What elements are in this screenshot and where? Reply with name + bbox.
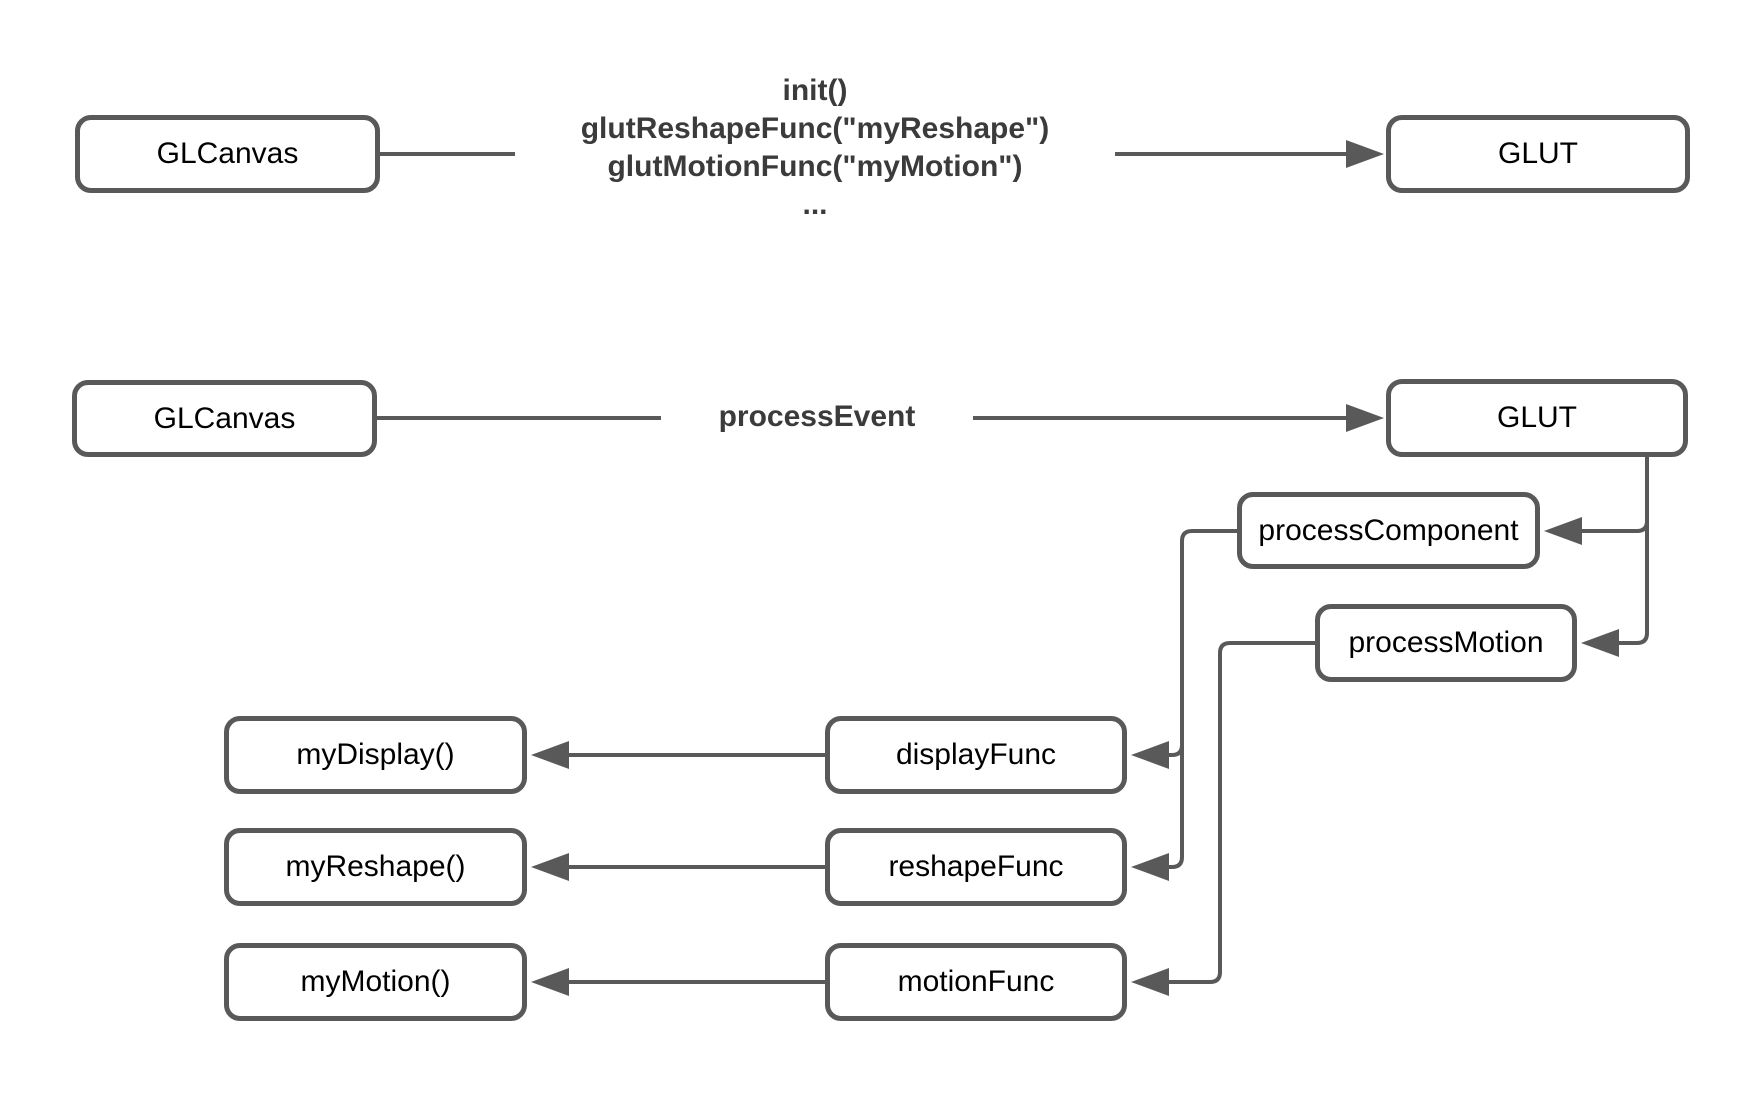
edge-label-glutreshapefunc-line: glutReshapeFunc("myReshape") <box>580 112 1050 145</box>
arrowhead-into-mymotion <box>531 968 569 996</box>
node-my-motion-label: myMotion() <box>300 965 451 998</box>
edge-processmotion-motionfunc-line <box>1169 641 1315 984</box>
node-process-motion: processMotion <box>1315 604 1577 682</box>
node-glcanvas-mid: GLCanvas <box>72 380 377 457</box>
arrowhead-into-mydisplay <box>531 741 569 769</box>
node-display-func: displayFunc <box>825 716 1127 794</box>
node-process-motion-label: processMotion <box>1348 626 1544 659</box>
arrowhead-into-glut-top <box>1346 140 1384 168</box>
edge-label-ellipsis-line: ... <box>802 188 828 221</box>
node-my-reshape-label: myReshape() <box>285 850 466 883</box>
arrowhead-into-motionfunc <box>1131 968 1169 996</box>
node-motion-func: motionFunc <box>825 943 1127 1021</box>
node-glcanvas-top: GLCanvas <box>75 115 380 193</box>
edge-label-process-event: processEvent <box>661 397 973 437</box>
arrowhead-into-reshapefunc <box>1131 853 1169 881</box>
arrowhead-into-processcomponent <box>1544 517 1582 545</box>
node-process-component-label: processComponent <box>1258 513 1519 547</box>
node-my-motion: myMotion() <box>224 943 527 1021</box>
edge-processcomponent-displayfunc-line <box>1169 744 1184 757</box>
edge-label-glutmotionfunc-line: glutMotionFunc("myMotion") <box>607 150 1023 183</box>
arrowhead-into-glut-mid <box>1346 404 1384 432</box>
node-display-func-label: displayFunc <box>895 738 1057 771</box>
node-reshape-func: reshapeFunc <box>825 828 1127 906</box>
edge-label-init-line: init() <box>782 74 848 107</box>
arrowhead-into-processmotion <box>1581 629 1619 657</box>
node-glut-top: GLUT <box>1386 115 1690 193</box>
node-glut-mid-label: GLUT <box>1496 401 1577 434</box>
node-my-display: myDisplay() <box>224 716 527 794</box>
node-reshape-func-label: reshapeFunc <box>888 850 1064 883</box>
node-glcanvas-top-label: GLCanvas <box>156 137 299 170</box>
edge-processcomponent-reshapefunc-line <box>1169 529 1237 869</box>
edge-label-init-calls: init() glutReshapeFunc("myReshape") glut… <box>515 72 1115 224</box>
edge-glut-processmotion-line <box>1619 457 1649 645</box>
arrowhead-into-myreshape <box>531 853 569 881</box>
edge-glut-processcomponent-line <box>1582 520 1649 533</box>
node-my-display-label: myDisplay() <box>296 738 455 771</box>
node-glut-mid: GLUT <box>1386 379 1688 457</box>
node-motion-func-label: motionFunc <box>897 965 1055 998</box>
node-glut-top-label: GLUT <box>1497 137 1578 170</box>
node-glcanvas-mid-label: GLCanvas <box>153 401 296 435</box>
arrowhead-into-displayfunc <box>1131 741 1169 769</box>
node-process-component: processComponent <box>1237 492 1540 569</box>
node-my-reshape: myReshape() <box>224 828 527 906</box>
